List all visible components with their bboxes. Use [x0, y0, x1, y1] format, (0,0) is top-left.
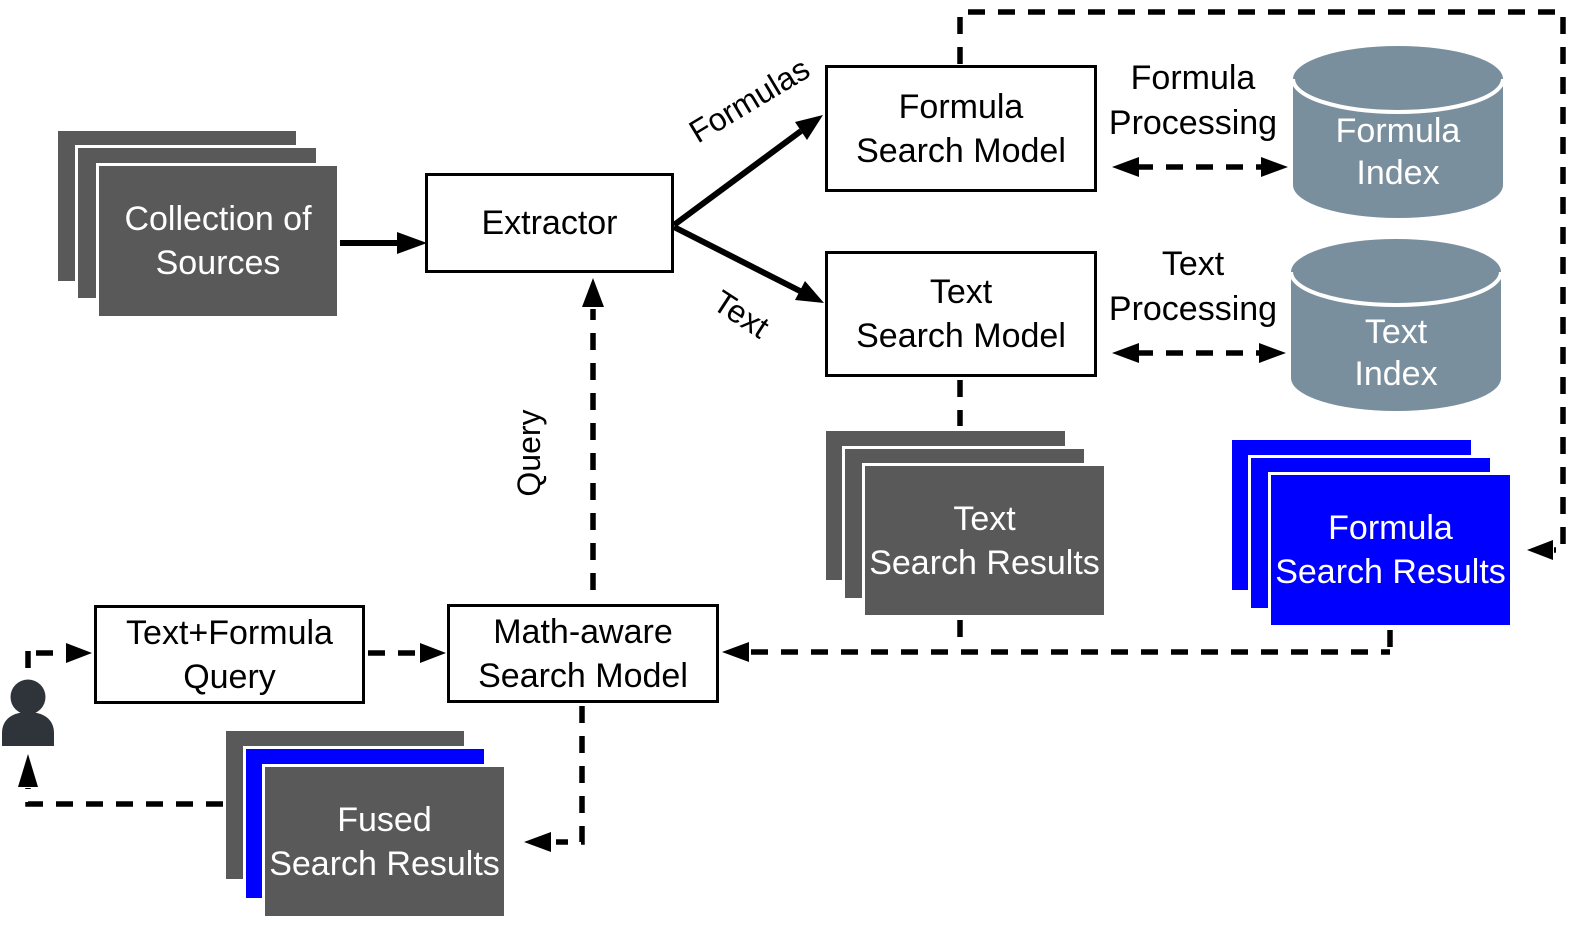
query-edge-label: Query	[511, 409, 547, 497]
formula-processing-line2: Processing	[1108, 104, 1278, 142]
text-search-model-line1: Text	[929, 273, 993, 311]
text-index-line2: Index	[1354, 355, 1438, 393]
formula-search-model-box: Formula Search Model	[825, 65, 1097, 192]
extractor-label: Extractor	[481, 204, 618, 242]
fused-results-line2: Search Results	[269, 844, 500, 883]
extractor-box: Extractor	[425, 173, 674, 273]
formula-index-cylinder: Formula Index	[1291, 46, 1505, 218]
text-results-card-front: Text Search Results	[862, 463, 1107, 618]
formula-search-results-label: Formula Search Results	[1271, 475, 1510, 625]
text-formula-query-line2: Query	[183, 657, 276, 696]
formula-processing-label: Formula Processing	[1098, 56, 1288, 146]
text-formula-query-line1: Text+Formula	[126, 613, 333, 652]
fused-results-card-front: Fused Search Results	[262, 764, 507, 919]
arrow-collection-to-extractor	[340, 232, 427, 254]
fused-results-line1: Fused	[337, 800, 432, 839]
math-aware-line1: Math-aware	[493, 612, 673, 651]
dashed-query-arrow	[582, 278, 604, 590]
dashed-text-index-link	[1112, 343, 1286, 363]
formula-index-label: Formula Index	[1293, 110, 1503, 210]
dashed-person-to-query	[25, 643, 92, 668]
text-results-line2: Search Results	[869, 543, 1100, 582]
collection-sources-line2: Sources	[155, 244, 281, 282]
fused-search-results-label: Fused Search Results	[265, 767, 504, 916]
user-person-icon	[0, 678, 60, 748]
text-search-model-line2: Search Model	[856, 317, 1066, 355]
text-results-line1: Text	[953, 499, 1016, 538]
text-processing-line1: Text	[1161, 245, 1225, 283]
math-aware-line2: Search Model	[478, 656, 688, 695]
formula-results-card-front: Formula Search Results	[1268, 472, 1513, 628]
text-index-cylinder: Text Index	[1289, 239, 1503, 411]
dashed-math-model-to-fused	[524, 706, 585, 852]
formula-results-line2: Search Results	[1275, 553, 1506, 591]
text-edge-label: Text	[706, 283, 776, 346]
text-processing-label: Text Processing	[1098, 242, 1288, 332]
collection-sources-label: Collection of Sources	[99, 166, 337, 316]
dashed-formula-index-link	[1112, 157, 1288, 177]
formulas-edge-label: Formulas	[682, 50, 816, 150]
dashed-fused-to-person	[18, 754, 223, 807]
text-search-model-box: Text Search Model	[825, 251, 1097, 377]
formula-search-model-line1: Formula	[898, 87, 1024, 126]
formula-processing-line1: Formula	[1130, 59, 1256, 97]
math-aware-search-model-box: Math-aware Search Model	[447, 604, 719, 703]
formula-search-model-line2: Search Model	[856, 131, 1066, 170]
formula-index-line1: Formula	[1335, 112, 1461, 150]
text-processing-line2: Processing	[1108, 290, 1278, 328]
text-index-line1: Text	[1364, 313, 1428, 351]
text-formula-query-box: Text+Formula Query	[94, 605, 365, 704]
collection-sources-card-front: Collection of Sources	[96, 163, 340, 319]
formula-results-line1: Formula	[1328, 509, 1453, 547]
dashed-query-to-math-model	[368, 643, 446, 663]
collection-sources-line1: Collection of	[124, 200, 312, 238]
formula-index-line2: Index	[1356, 154, 1440, 192]
text-search-results-label: Text Search Results	[865, 466, 1104, 615]
arrow-extractor-to-text-model	[672, 224, 824, 303]
text-index-label: Text Index	[1291, 311, 1501, 411]
